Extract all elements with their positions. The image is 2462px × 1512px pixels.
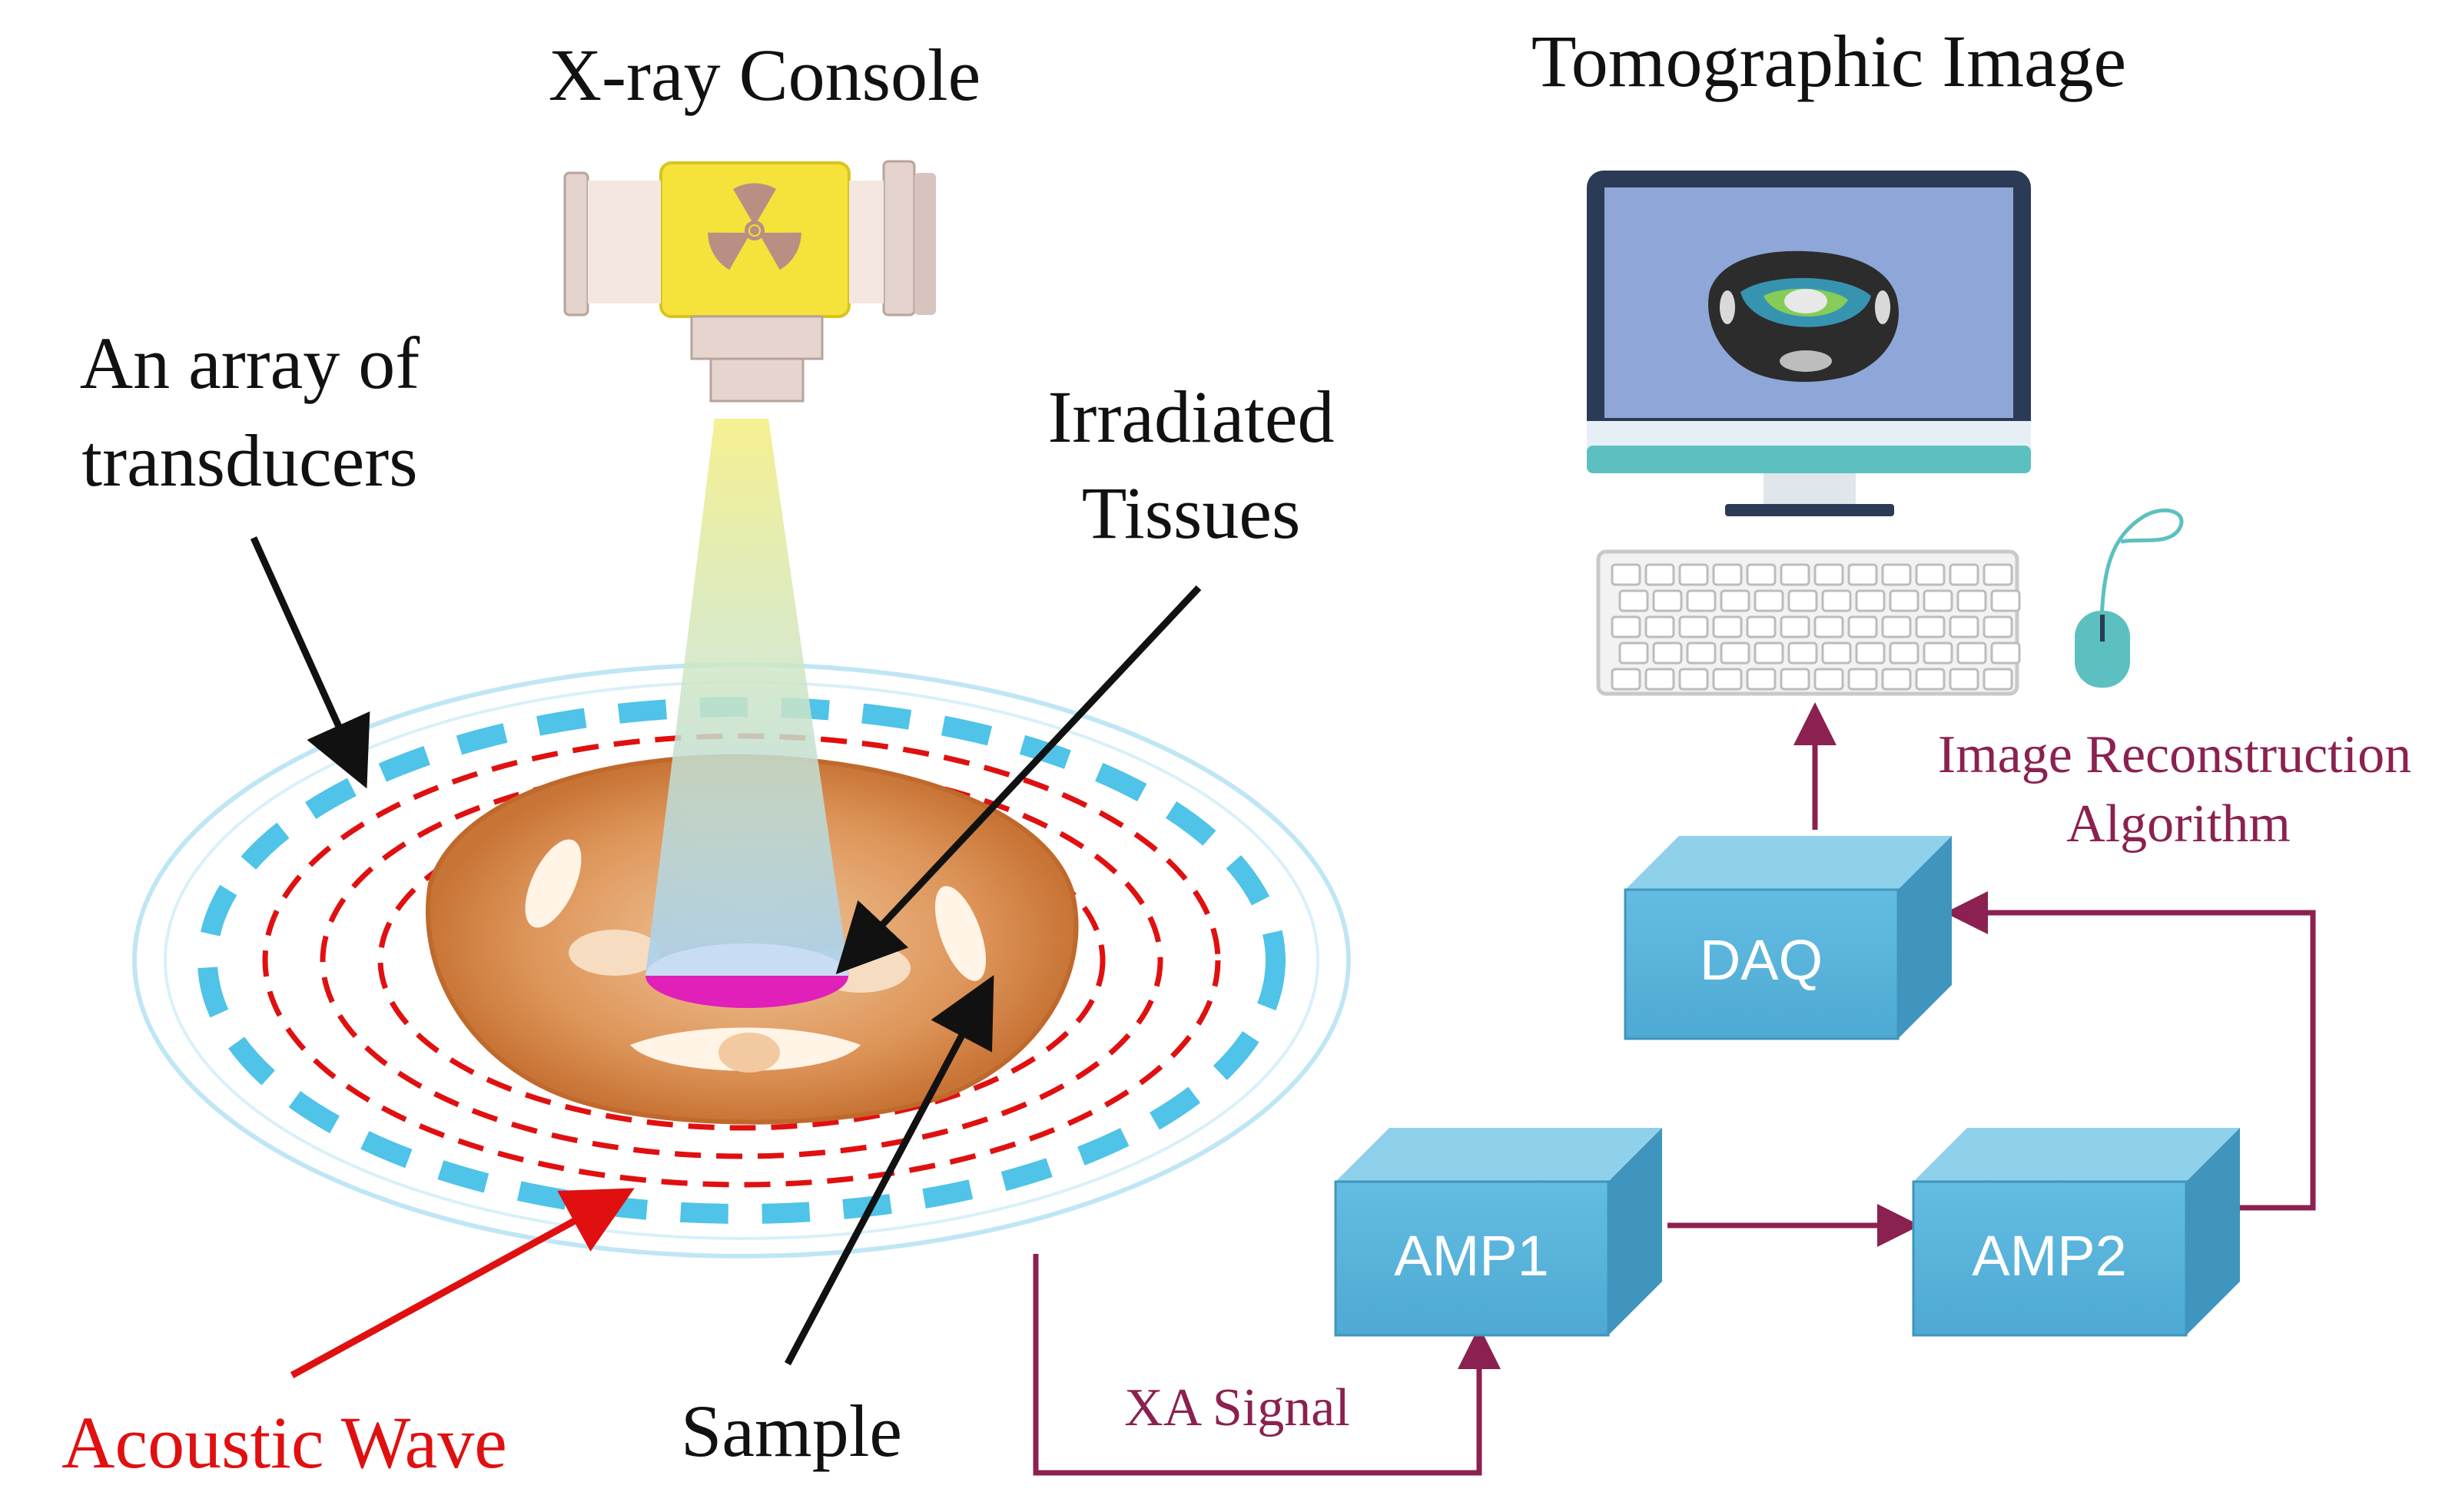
keyboard-key — [1881, 668, 1912, 691]
sample-pointer-arrow — [785, 975, 994, 1366]
keyboard-icon — [1596, 549, 2021, 696]
keyboard-key — [1746, 615, 1777, 638]
keyboard-key — [1821, 589, 1852, 612]
acoustic-wave-pointer-arrow — [290, 1188, 635, 1378]
xray-console-title: X-ray Console — [549, 34, 981, 116]
keyboard-key — [1915, 668, 1946, 691]
xray-console — [563, 160, 936, 403]
amp2-block: AMP2 — [1912, 1128, 2240, 1337]
irradiated-tissues-label-line2: Tissues — [1082, 472, 1301, 554]
keyboard-key — [1686, 589, 1717, 612]
keyboard-key — [1644, 563, 1675, 586]
keyboard-key — [1712, 668, 1743, 691]
keyboard-key — [1652, 589, 1683, 612]
keyboard-key — [1889, 642, 1919, 665]
workstation — [1587, 171, 2184, 696]
keyboard-key — [1847, 668, 1878, 691]
keyboard-key — [1678, 563, 1709, 586]
transducer-pointer-arrow — [250, 536, 370, 789]
keyboard-key — [1754, 589, 1784, 612]
irradiated-pointer-arrow — [835, 585, 1202, 975]
keyboard-key — [1813, 563, 1844, 586]
keyboard-key — [1780, 615, 1810, 638]
keyboard-key — [1754, 642, 1784, 665]
tomographic-image-title: Tomographic Image — [1531, 20, 2126, 102]
irradiated-tissues-label-line1: Irradiated — [1047, 376, 1334, 458]
keyboard-key — [1915, 563, 1946, 586]
keyboard-key — [1855, 589, 1886, 612]
amp2-to-daq-wire — [1945, 891, 2316, 1211]
keyboard-key — [1990, 642, 2021, 665]
irradiated-region — [645, 943, 848, 1008]
keyboard-key — [1746, 563, 1777, 586]
keyboard-key — [1746, 668, 1777, 691]
keyboard-key — [1923, 642, 1953, 665]
keyboard-key — [1813, 668, 1844, 691]
keyboard-key — [1720, 642, 1750, 665]
xray-beam — [645, 419, 849, 976]
keyboard-key — [1644, 668, 1675, 691]
keyboard-key — [1881, 615, 1912, 638]
transducer-array-label-line2: transducers — [81, 419, 417, 502]
amp2-label: AMP2 — [1972, 1224, 2127, 1288]
xa-signal-label: XA Signal — [1124, 1378, 1350, 1437]
amp1-block: AMP1 — [1334, 1128, 1662, 1337]
mouse-icon — [2075, 508, 2184, 688]
keyboard-key — [1949, 668, 1979, 691]
signal-chain: DAQ AMP1 AMP2 — [1033, 702, 2316, 1476]
keyboard-key — [1780, 563, 1810, 586]
keyboard-key — [1712, 615, 1743, 638]
keyboard-key — [1678, 668, 1709, 691]
imaging-scene — [132, 160, 1351, 1378]
keyboard-key — [1787, 589, 1818, 612]
acoustic-wave-label: Acoustic Wave — [61, 1401, 507, 1484]
keyboard-key — [1611, 615, 1641, 638]
keyboard-key — [1847, 615, 1878, 638]
keyboard-key — [1983, 615, 2013, 638]
keyboard-key — [1644, 615, 1675, 638]
monitor-icon — [1587, 171, 2031, 516]
keyboard-key — [1618, 589, 1649, 612]
keyboard-key — [1611, 668, 1641, 691]
keyboard-key — [1611, 563, 1641, 586]
xa-signal-wire — [1033, 1254, 1501, 1476]
keyboard-key — [1720, 589, 1750, 612]
transducer-array-label-line1: An array of — [80, 322, 420, 404]
sample-label: Sample — [681, 1390, 902, 1472]
keyboard-key — [1949, 563, 1979, 586]
keyboard-key — [1983, 668, 2013, 691]
tomographic-slice — [1708, 250, 1899, 382]
keyboard-key — [1889, 589, 1919, 612]
keyboard-key — [1855, 642, 1886, 665]
keyboard-key — [1983, 563, 2013, 586]
image-reconstruction-label-line2: Algorithm — [2066, 794, 2291, 854]
keyboard-key — [1686, 642, 1717, 665]
keyboard-key — [1847, 563, 1878, 586]
keyboard-key — [1956, 589, 1987, 612]
keyboard-key — [1780, 668, 1810, 691]
keyboard-key — [1881, 563, 1912, 586]
keyboard-key — [1787, 642, 1818, 665]
keyboard-key — [1618, 642, 1649, 665]
keyboard-key — [1990, 589, 2021, 612]
keyboard-key — [1821, 642, 1852, 665]
keyboard-key — [1678, 615, 1709, 638]
keyboard-key — [1949, 615, 1979, 638]
amp1-label: AMP1 — [1394, 1224, 1549, 1288]
keyboard-key — [1923, 589, 1953, 612]
image-reconstruction-label-line1: Image Reconstruction — [1938, 725, 2411, 784]
keyboard-key — [1712, 563, 1743, 586]
keyboard-key — [1652, 642, 1683, 665]
keyboard-key — [1915, 615, 1946, 638]
daq-label: DAQ — [1700, 928, 1823, 992]
keyboard-key — [1813, 615, 1844, 638]
keyboard-key — [1956, 642, 1987, 665]
radiation-trefoil-icon — [708, 183, 801, 270]
daq-block: DAQ — [1624, 836, 1952, 1040]
